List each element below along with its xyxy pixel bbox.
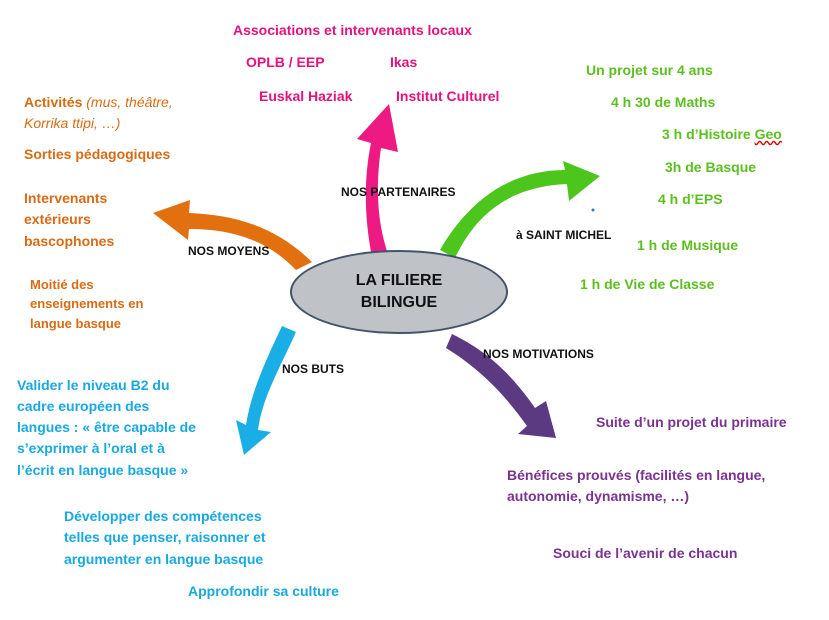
buts-item: cadre européen des <box>17 398 150 414</box>
center-ellipse: LA FILIERE BILINGUE <box>290 250 508 334</box>
buts-item: Approfondir sa culture <box>188 583 339 599</box>
partenaires-item: Institut Culturel <box>396 88 500 104</box>
partenaires-item: Euskal Haziak <box>259 88 353 104</box>
saint-michel-item: 1 h de Musique <box>637 237 739 253</box>
moyens-item: Sorties pédagogiques <box>24 146 171 162</box>
moyens-activites: Activités (mus, théâtre, <box>24 94 173 110</box>
buts-item: Développer des compétences <box>64 508 262 524</box>
moyens-item: bascophones <box>24 233 115 249</box>
saint-michel-item: 3h de Basque <box>665 159 757 175</box>
motivations-item: Souci de l’avenir de chacun <box>553 545 738 561</box>
buts-item: s’exprimer à l’oral et à <box>17 440 165 456</box>
motivations-label: NOS MOTIVATIONS <box>483 347 594 361</box>
moyens-arrow <box>153 200 312 270</box>
moyens-item: enseignements en <box>30 296 144 311</box>
center-title-line2: BILINGUE <box>360 294 438 311</box>
buts-item: l’écrit en langue basque » <box>17 462 189 478</box>
buts-item: argumenter en langue basque <box>64 551 264 567</box>
moyens-item: Intervenants <box>24 190 108 206</box>
motivations-item: Bénéfices prouvés (facilités en langue, <box>507 467 766 483</box>
buts-label: NOS BUTS <box>282 362 345 376</box>
saint-michel-item: 4 h 30 de Maths <box>611 94 716 110</box>
saint-michel-item: 4 h d’EPS <box>658 191 723 207</box>
motivations-arrow <box>446 334 556 438</box>
center-title-line1: LA FILIERE <box>355 272 443 289</box>
buts-item: Valider le niveau B2 du <box>17 377 170 393</box>
partenaires-item: Associations et intervenants locaux <box>233 22 472 38</box>
buts-item: telles que penser, raisonner et <box>64 529 266 545</box>
saint-michel-item: 1 h de Vie de Classe <box>580 276 715 292</box>
moyens-label: NOS MOYENS <box>188 244 270 258</box>
moyens-item: extérieurs <box>24 211 91 227</box>
dot-marker <box>591 208 595 212</box>
moyens-item: Moitié des <box>30 277 94 292</box>
buts-arrow <box>236 326 296 455</box>
partenaires-label: NOS PARTENAIRES <box>341 185 456 199</box>
moyens-item: langue basque <box>30 316 122 331</box>
motivations-item: autonomie, dynamisme, …) <box>507 488 690 504</box>
saint-michel-label: à SAINT MICHEL <box>516 228 612 242</box>
partenaires-item: Ikas <box>390 54 418 70</box>
partenaires-item: OPLB / EEP <box>246 54 325 70</box>
saint-michel-item: Un projet sur 4 ans <box>586 62 713 78</box>
buts-item: langues : « être capable de <box>17 419 196 435</box>
motivations-item: Suite d’un projet du primaire <box>596 414 787 430</box>
saint-michel-item: 3 h d’Histoire Geo <box>662 126 782 142</box>
moyens-activites-detail: Korrika ttipi, …) <box>24 115 121 131</box>
saint-michel-arrow <box>440 161 600 258</box>
partenaires-arrow <box>357 104 398 257</box>
